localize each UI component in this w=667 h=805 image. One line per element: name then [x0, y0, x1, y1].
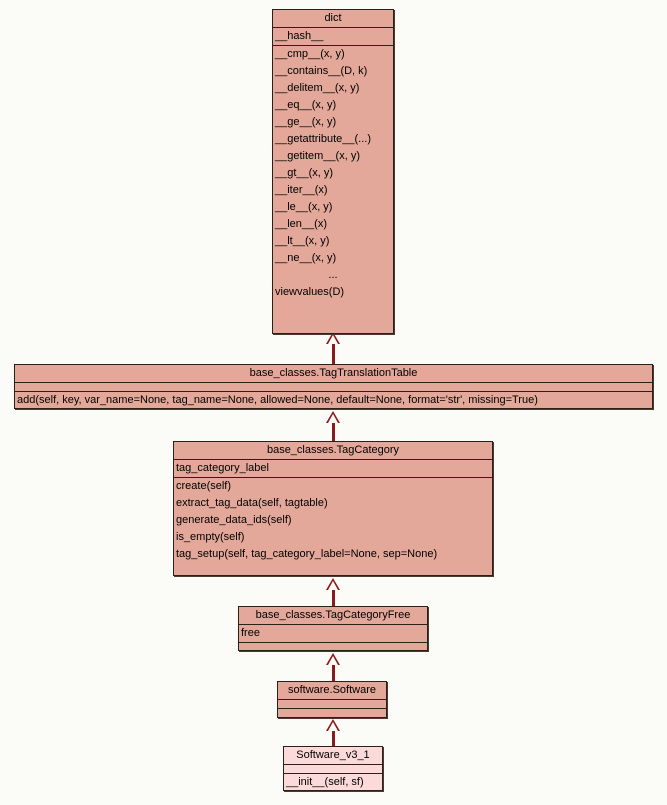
class-methods-compartment-empty	[278, 709, 386, 718]
method-row: __lt__(x, y)	[275, 235, 330, 247]
attribute-row: __hash__	[275, 30, 324, 42]
class-box-tagcategoryfree[interactable]: base_classes.TagCategoryFree free	[238, 606, 428, 651]
class-attributes-compartment-empty	[278, 700, 386, 709]
method-row: extract_tag_data(self, tagtable)	[176, 497, 328, 509]
inheritance-arrow-tagcategoryfree	[326, 653, 340, 665]
class-methods-compartment: add(self, key, var_name=None, tag_name=N…	[15, 392, 652, 409]
class-methods-compartment-empty	[239, 643, 427, 652]
method-row: add(self, key, var_name=None, tag_name=N…	[17, 394, 538, 406]
class-methods-compartment: create(self) extract_tag_data(self, tagt…	[174, 478, 492, 563]
edge-softwarev31-to-software	[332, 731, 335, 747]
method-row: __delitem__(x, y)	[275, 82, 360, 94]
method-row-ellipsis: ...	[328, 269, 338, 281]
method-row: __ne__(x, y)	[275, 252, 337, 264]
class-name-dict: dict	[324, 12, 342, 24]
method-row: __ge__(x, y)	[275, 116, 337, 128]
method-row: __iter__(x)	[275, 184, 328, 196]
method-row: create(self)	[176, 480, 232, 492]
method-row: __gt__(x, y)	[275, 167, 334, 179]
edge-tagtranslationtable-to-dict	[332, 344, 335, 365]
method-row: is_empty(self)	[176, 531, 245, 543]
class-attributes-compartment: tag_category_label	[174, 460, 492, 478]
class-name-software-v3-1: Software_v3_1	[296, 749, 370, 761]
method-row: __cmp__(x, y)	[275, 48, 345, 60]
attribute-row: tag_category_label	[176, 462, 269, 474]
class-name-tagcategory: base_classes.TagCategory	[266, 444, 400, 456]
method-row: __contains__(D, k)	[275, 65, 368, 77]
method-row: __eq__(x, y)	[275, 99, 337, 111]
edge-tagcategoryfree-to-tagcategory	[332, 590, 335, 608]
class-attributes-compartment: __hash__	[273, 28, 393, 46]
class-box-tagcategory[interactable]: base_classes.TagCategory tag_category_la…	[173, 441, 493, 576]
method-row: __le__(x, y)	[275, 201, 333, 213]
method-row: tag_setup(self, tag_category_label=None,…	[176, 548, 438, 560]
class-box-tagtranslationtable[interactable]: base_classes.TagTranslationTable add(sel…	[14, 364, 653, 409]
class-attributes-compartment-empty	[15, 383, 652, 392]
edge-software-to-tagcategoryfree	[332, 665, 335, 682]
class-methods-compartment: __cmp__(x, y) __contains__(D, k) __delit…	[273, 46, 393, 301]
class-name-tagcategoryfree: base_classes.TagCategoryFree	[255, 609, 411, 621]
edge-tagcategory-to-tagtranslationtable	[332, 423, 335, 444]
class-title-compartment: base_classes.TagTranslationTable	[15, 365, 652, 383]
class-title-compartment: base_classes.TagCategory	[174, 442, 492, 460]
class-box-software-v3-1[interactable]: Software_v3_1 __init__(self, sf)	[283, 746, 383, 791]
class-title-compartment: Software_v3_1	[284, 747, 382, 765]
class-name-tagtranslationtable: base_classes.TagTranslationTable	[249, 367, 418, 379]
class-title-compartment: software.Software	[278, 682, 386, 700]
method-row: __getitem__(x, y)	[275, 150, 360, 162]
class-title-compartment: base_classes.TagCategoryFree	[239, 607, 427, 625]
class-attributes-compartment: free	[239, 625, 427, 643]
class-box-dict[interactable]: dict __hash__ __cmp__(x, y) __contains__…	[272, 9, 394, 334]
inheritance-arrow-tagcategory	[326, 578, 340, 590]
class-methods-compartment: __init__(self, sf)	[284, 774, 382, 791]
method-row: __getattribute__(...)	[275, 133, 372, 145]
class-attributes-compartment-empty	[284, 765, 382, 774]
class-box-software[interactable]: software.Software	[277, 681, 387, 718]
method-row: __init__(self, sf)	[286, 776, 364, 788]
method-row: viewvalues(D)	[275, 286, 345, 298]
inheritance-arrow-tagtranslationtable	[326, 411, 340, 423]
inheritance-arrow-software	[326, 719, 340, 731]
method-row: __len__(x)	[275, 218, 327, 230]
attribute-row: free	[241, 627, 260, 639]
method-row: generate_data_ids(self)	[176, 514, 292, 526]
class-name-software: software.Software	[287, 684, 377, 696]
inheritance-arrow-dict	[326, 332, 340, 344]
class-title-compartment: dict	[273, 10, 393, 28]
